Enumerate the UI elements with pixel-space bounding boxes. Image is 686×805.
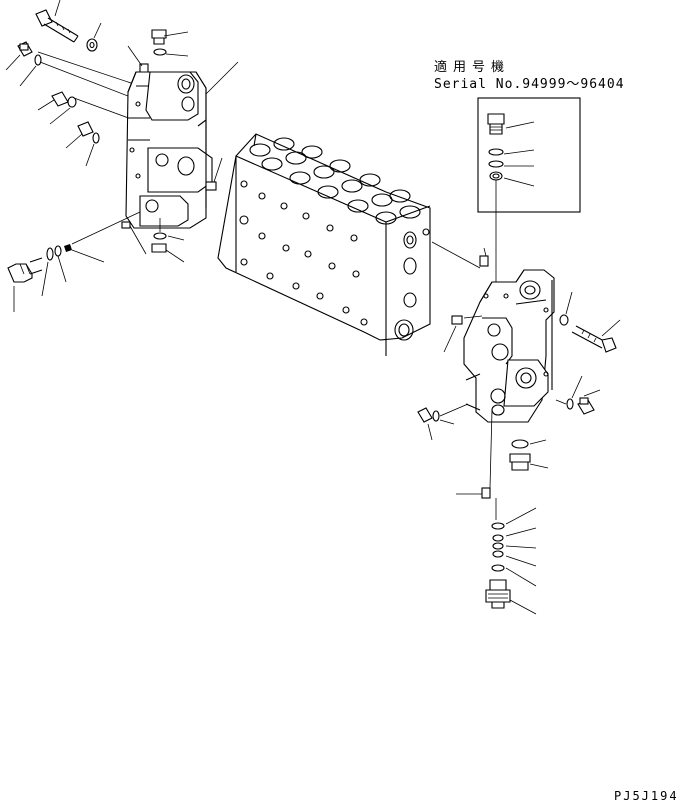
serial-inset <box>477 97 581 290</box>
block-side-ports <box>394 228 430 341</box>
left-long-bolt <box>35 0 79 43</box>
applicable-models-title: 適用号機 <box>434 60 511 75</box>
left-bottom-plug <box>151 218 185 263</box>
right-bottom-plug <box>509 453 549 471</box>
left-plug-1 <box>5 41 42 87</box>
right-side-pin <box>443 315 483 353</box>
right-oring-stack <box>491 507 537 587</box>
right-side-plug <box>555 375 601 415</box>
left-relief-valve <box>7 211 141 312</box>
right-small-bolt <box>456 487 491 499</box>
right-bottom-valve <box>485 579 537 615</box>
left-valve-body <box>125 71 213 229</box>
right-long-bolt <box>559 291 621 353</box>
right-bottom-oring <box>511 439 547 449</box>
left-plug-3 <box>65 121 100 167</box>
drawing-code: PJ5J194 <box>614 789 679 803</box>
right-left-plug <box>417 403 469 441</box>
right-valve-section <box>417 241 621 615</box>
left-washer-top <box>86 22 102 52</box>
left-plug-2 <box>37 91 77 125</box>
block-top-ports <box>249 137 421 225</box>
right-valve-body <box>463 269 555 423</box>
block-front-holes <box>239 180 368 326</box>
left-valve-section <box>5 0 239 312</box>
left-top-plug <box>151 29 189 57</box>
serial-number-range: Serial No.94999～96404 <box>434 77 625 92</box>
left-small-screw <box>127 45 149 75</box>
left-side-bolt <box>205 157 223 191</box>
right-small-screw <box>479 247 489 267</box>
main-valve-block <box>217 133 431 356</box>
left-small-pin <box>121 221 147 255</box>
